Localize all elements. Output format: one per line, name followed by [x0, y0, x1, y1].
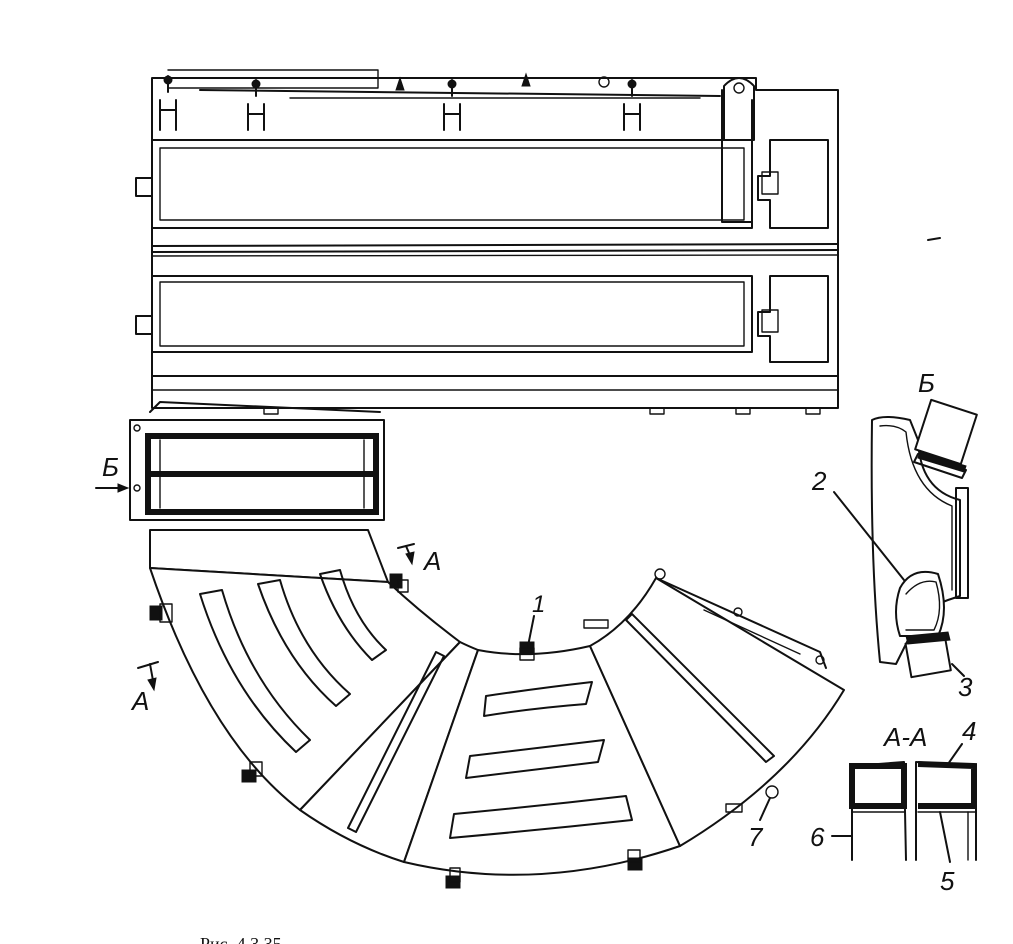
section-a-upper-label: А	[422, 546, 441, 576]
clamp	[445, 867, 461, 889]
clamp	[583, 619, 609, 629]
section-title: А-А	[882, 722, 927, 752]
hook	[247, 79, 265, 131]
upper-box-assembly	[135, 69, 839, 415]
section-mark-upper: А	[397, 543, 441, 576]
figure-caption: Рис. 4.3.35	[200, 934, 282, 944]
view-b-arrow: Б	[95, 452, 130, 493]
top-hooks	[159, 72, 641, 131]
section-mark-lower: А	[130, 661, 159, 716]
curved-chute	[149, 529, 845, 889]
callout-7: 7	[748, 797, 771, 852]
feed-chute	[129, 401, 385, 521]
callout-1-label: 1	[532, 591, 545, 618]
callout-2-label: 2	[811, 466, 827, 496]
hook	[623, 79, 641, 131]
section-a-a: А-А 4 5 6	[810, 716, 977, 896]
callout-1: 1	[527, 591, 545, 647]
callout-5-label: 5	[940, 866, 955, 896]
clamp	[241, 761, 263, 783]
section-a-lower-label: А	[130, 686, 149, 716]
callout-7-label: 7	[748, 822, 764, 852]
callout-3-label: 3	[958, 672, 973, 702]
clamp	[627, 849, 643, 871]
callout-4-label: 4	[962, 716, 976, 746]
callout-6-label: 6	[810, 822, 825, 852]
clamp	[149, 603, 173, 623]
clamp	[389, 573, 409, 593]
hook	[159, 75, 177, 131]
clamp	[519, 641, 535, 661]
view-b-arrow-label: Б	[102, 452, 119, 482]
hook	[443, 79, 461, 131]
view-b-title: Б	[918, 368, 935, 398]
clamp	[725, 803, 743, 813]
view-b-detail: Б 2 3	[811, 368, 978, 702]
